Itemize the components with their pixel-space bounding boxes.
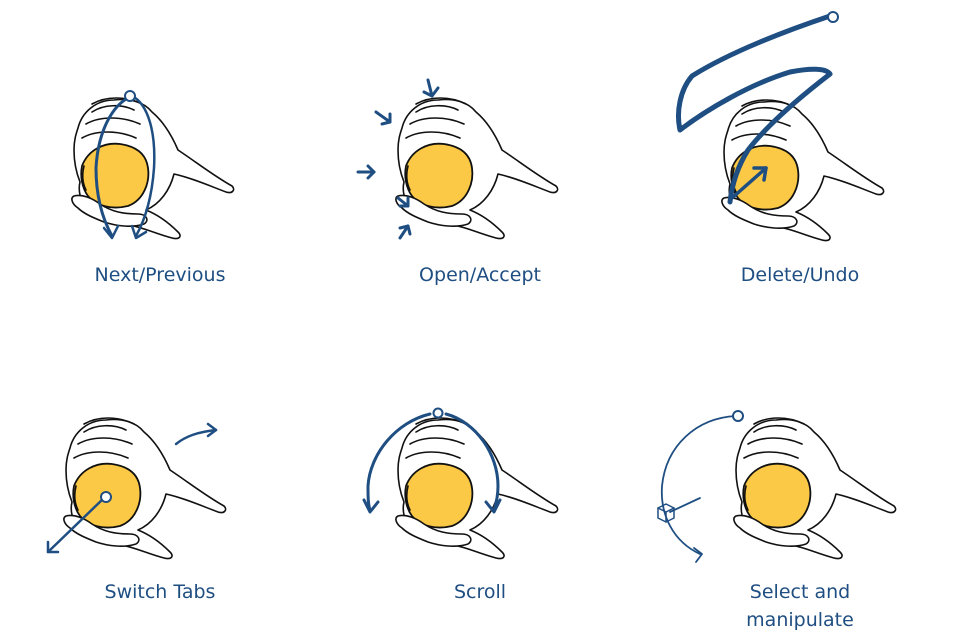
- start-point-circle-icon: [124, 90, 136, 102]
- gesture-arrow-icon: [46, 422, 218, 554]
- hand-holding-ball-illustration: [395, 417, 559, 560]
- gesture-select-manipulate: Select and manipulate: [640, 320, 960, 640]
- next-previous-illustration: [71, 90, 235, 240]
- cube-icon: [657, 503, 675, 523]
- gesture-delete-undo: Delete/Undo: [640, 0, 960, 320]
- start-point-circle-icon: [432, 407, 444, 419]
- gesture-arrow-icon: [94, 90, 156, 240]
- gesture-switch-tabs: Switch Tabs: [0, 320, 320, 640]
- start-point-circle-icon: [827, 11, 839, 23]
- open-accept-illustration: [356, 78, 559, 240]
- gesture-label-scroll: Scroll: [453, 581, 507, 603]
- start-point-circle-icon: [100, 491, 112, 503]
- select-manipulate-illustration: [657, 410, 897, 563]
- hand-holding-ball-illustration: [395, 97, 559, 240]
- gesture-arrow-icon: [356, 78, 440, 240]
- gesture-arrow-icon: [362, 407, 502, 514]
- hand-holding-ball-illustration: [733, 417, 897, 560]
- switch-tabs-illustration: [46, 417, 227, 560]
- hand-holding-ball-illustration: [721, 99, 885, 242]
- gesture-label-select-manipulate: Select and manipulate: [746, 581, 854, 631]
- gesture-arrow-icon: [676, 11, 839, 205]
- delete-undo-illustration: [676, 11, 885, 242]
- gesture-label-open-accept: Open/Accept: [419, 264, 541, 286]
- gesture-arrow-icon: [660, 410, 744, 563]
- gesture-next-previous: Next/Previous: [0, 0, 320, 320]
- scroll-illustration: [362, 407, 559, 560]
- gesture-label-switch-tabs: Switch Tabs: [104, 581, 216, 603]
- start-point-circle-icon: [732, 410, 744, 422]
- gesture-label-delete-undo: Delete/Undo: [740, 264, 860, 286]
- gesture-open-accept: Open/Accept: [320, 0, 640, 320]
- gesture-label-next-previous: Next/Previous: [94, 264, 226, 286]
- hand-holding-ball-illustration: [63, 417, 227, 560]
- gesture-scroll: Scroll: [320, 320, 640, 640]
